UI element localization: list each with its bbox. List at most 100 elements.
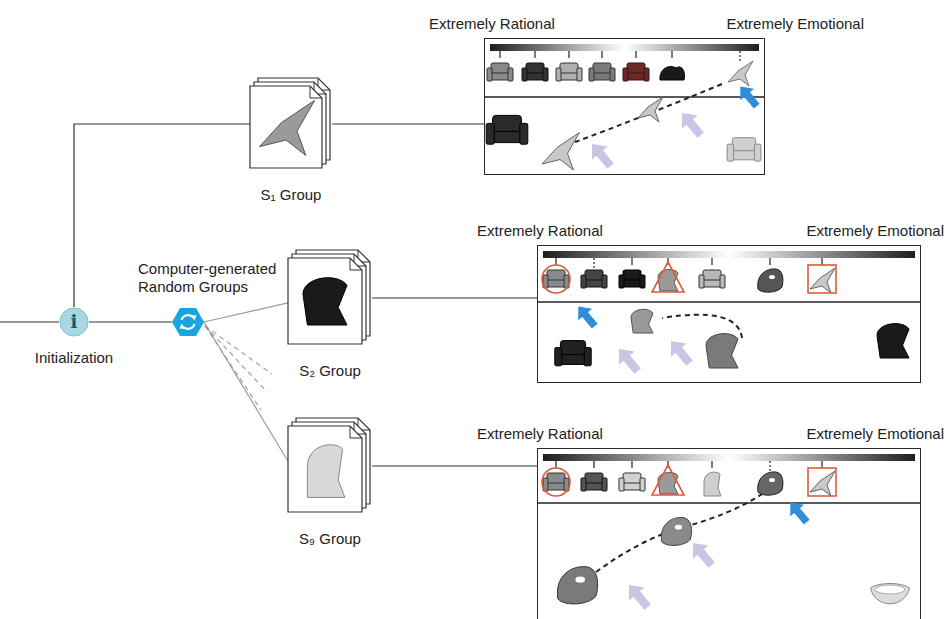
chair-arm (522, 68, 527, 81)
scale-tick (821, 461, 822, 468)
panel-divider (537, 502, 921, 504)
scale-tick (631, 461, 632, 468)
scale-tick (769, 461, 770, 472)
scale-tick (631, 258, 632, 265)
panel-divider (537, 301, 921, 303)
document-page (250, 86, 322, 168)
page-fold (310, 86, 322, 98)
chair-figure (543, 473, 569, 491)
scale-tick (635, 51, 636, 58)
chair-figure (871, 584, 910, 604)
pointer-arrow (663, 334, 697, 369)
chair-arm (543, 68, 548, 81)
chair-arm (699, 275, 704, 288)
init-circle-shape (60, 308, 88, 336)
chair-figure (619, 270, 645, 288)
chair-figure (758, 472, 783, 495)
chair-shell (758, 269, 783, 292)
chair-figure (758, 269, 783, 292)
scale-tick (769, 258, 770, 265)
chair-figure (542, 133, 580, 171)
pointer-arrow (621, 578, 655, 613)
chair-shell (661, 517, 691, 545)
chair-figure (810, 268, 835, 293)
chair-arm (602, 275, 607, 288)
refresh-head (180, 324, 186, 330)
chair-figure (303, 278, 347, 325)
scale-bar (543, 454, 915, 461)
connector-line (372, 297, 537, 298)
page-fold (350, 426, 362, 438)
chair-shell (658, 270, 678, 291)
chair-figure (307, 445, 344, 498)
chair-shell (542, 133, 580, 171)
pointer-arrow (584, 137, 618, 172)
scale-tick (671, 51, 672, 58)
chair-shell (303, 278, 347, 325)
trajectory-dashed (575, 84, 722, 142)
scale-tick (601, 51, 602, 58)
chair-shell (260, 100, 315, 155)
highlight-triangle (652, 262, 684, 292)
chair-shell (877, 324, 909, 358)
random-group-hexagon-shape (172, 306, 204, 338)
more-groups-dashed (205, 326, 272, 374)
highlight-triangle (652, 465, 684, 495)
chair-figure (581, 270, 607, 288)
connector-line (372, 465, 537, 466)
chair-arm (640, 275, 645, 288)
scale-tick (499, 51, 500, 58)
highlight-square (808, 265, 836, 293)
chair-shell (660, 67, 685, 81)
chair-figure (704, 472, 721, 496)
chair-shell (704, 472, 721, 496)
chair-opening (769, 478, 775, 482)
rating-panel: Extremely RationalExtremely Emotional (537, 448, 921, 619)
chair-arm (610, 68, 615, 81)
chair-figure (728, 61, 753, 86)
pointer-arrow (685, 536, 719, 571)
scale-left-label: Extremely Rational (477, 222, 603, 240)
chair-figure (658, 270, 678, 291)
highlight-circle (542, 468, 570, 496)
chair-arm (720, 275, 725, 288)
group-document-stack-shape (250, 78, 332, 170)
more-groups-dashed (205, 326, 267, 392)
scale-right-label: Extremely Emotional (806, 222, 944, 240)
scale-tick (555, 461, 556, 468)
random-group-hexagon: Computer-generated Random Groups (172, 306, 204, 338)
chair-figure (727, 138, 761, 161)
hexagon-shape (172, 308, 204, 336)
chair-figure (877, 324, 909, 358)
chair-shell (307, 445, 344, 498)
chair-arm (619, 275, 624, 288)
scale-tick (593, 461, 594, 468)
chair-arm (520, 123, 528, 144)
chair-shell (557, 567, 597, 604)
connector-line (89, 321, 172, 322)
chair-figure (661, 517, 691, 545)
document-page (288, 258, 362, 344)
chair-arm (644, 68, 649, 81)
scale-tick (739, 51, 740, 62)
connector-line (332, 123, 484, 124)
scale-tick (711, 461, 712, 468)
chair-figure (260, 100, 315, 155)
group-document-stack: S₉ Group (288, 418, 372, 514)
chair-arm (589, 68, 594, 81)
page-fold (350, 258, 362, 270)
group-document-stack: S₁ Group (250, 78, 332, 170)
chair-figure (589, 63, 615, 81)
node-label: Computer-generated Random Groups (138, 260, 288, 296)
chair-arm (581, 478, 586, 491)
chair-shell (758, 472, 783, 495)
feed-line (0, 321, 59, 322)
node-label: S₂ Group (299, 362, 361, 380)
refresh-head (191, 315, 197, 321)
chair-opening (769, 275, 775, 279)
chair-arm (556, 68, 561, 81)
chair-figure (706, 334, 738, 368)
pointer-arrow (611, 342, 645, 377)
node-label: S₁ Group (261, 186, 322, 204)
